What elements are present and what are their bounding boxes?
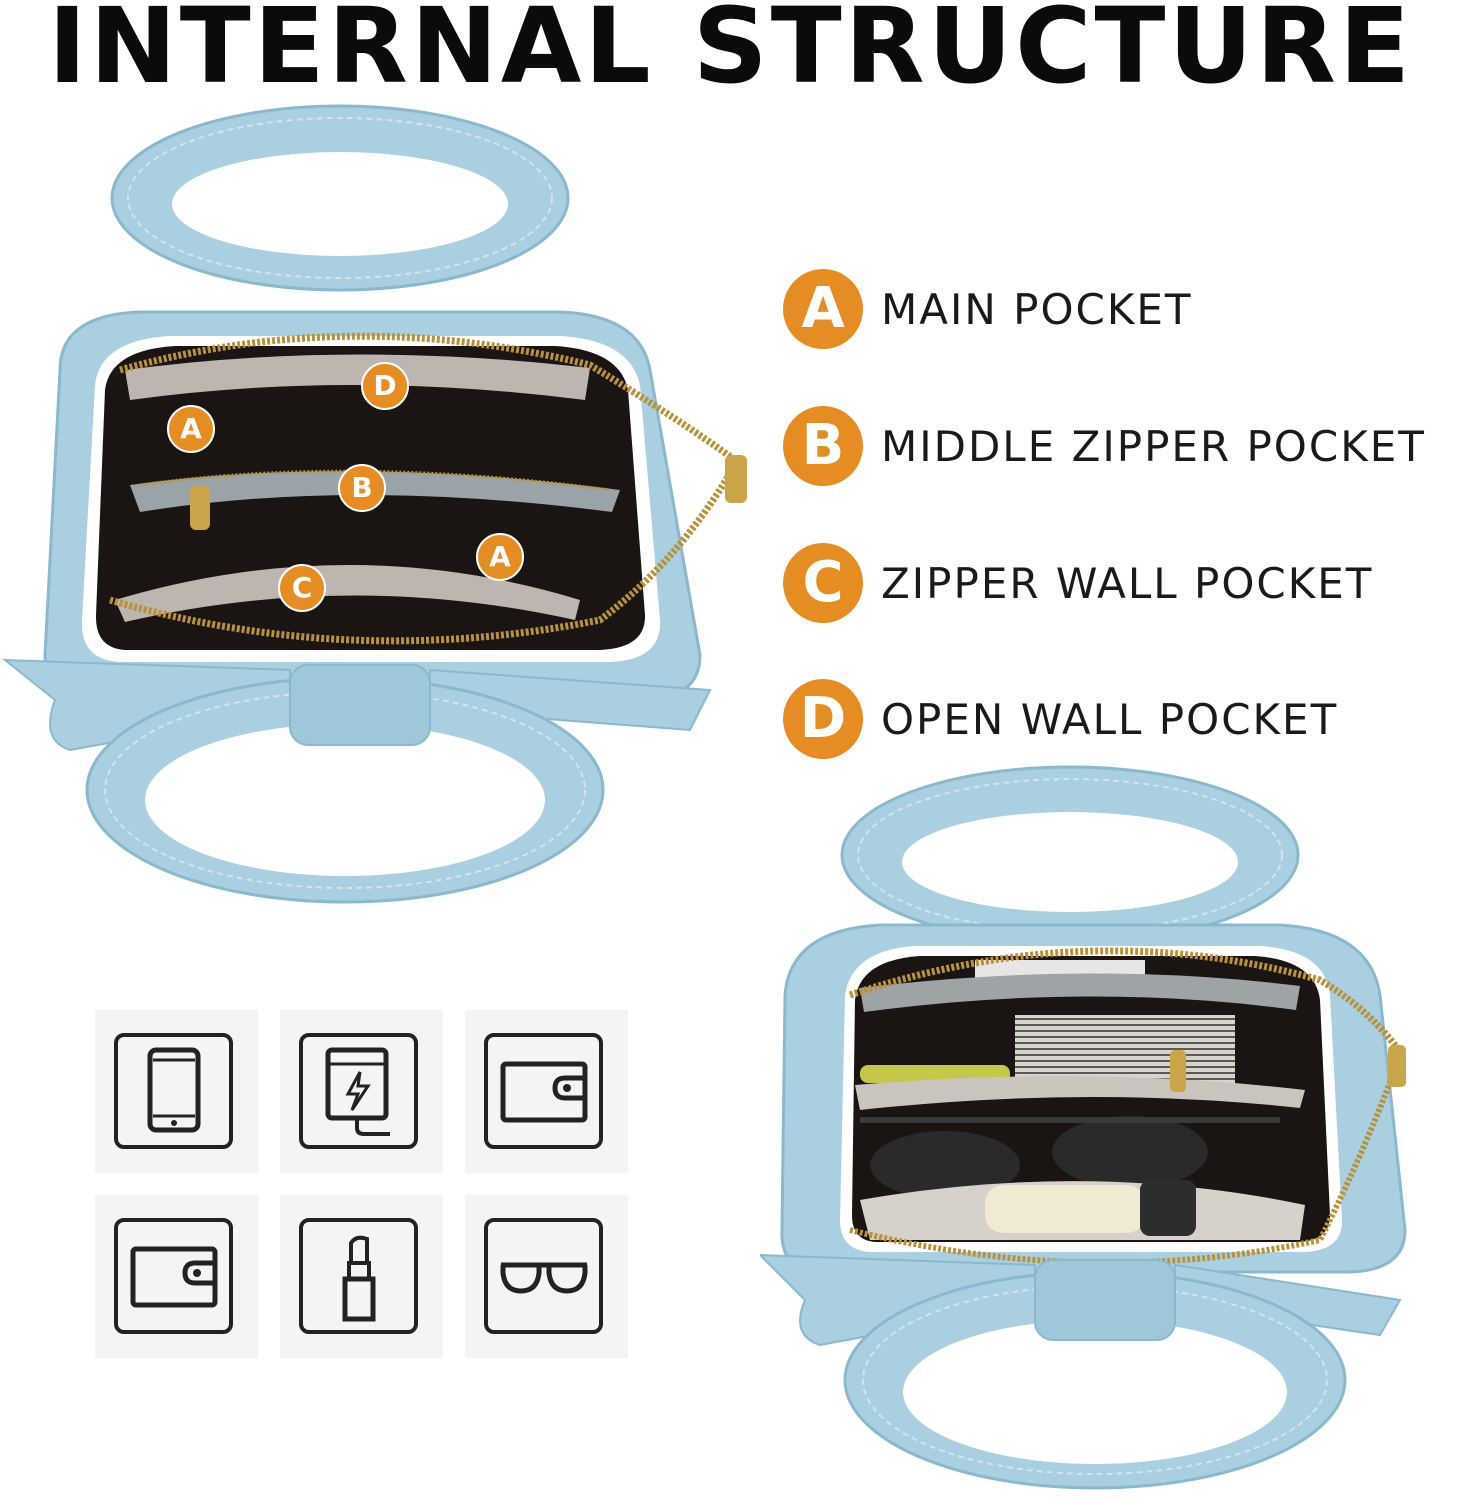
badge-b: B [783,406,863,486]
marker-d: D [361,362,409,410]
power-bank-icon-tile [280,1010,443,1173]
phone-icon [114,1033,233,1149]
sunglasses-icon-tile [465,1195,628,1358]
badge-a: A [783,269,863,349]
bag-interior-packed [760,760,1461,1500]
sunglasses-icon [484,1218,603,1334]
wallet-icon [484,1033,603,1149]
legend-label: OPEN WALL POCKET [881,694,1339,744]
marker-a-left: A [167,405,215,453]
wallet-icon-tile [465,1010,628,1173]
lipstick-icon-tile [280,1195,443,1358]
marker-b: B [338,464,386,512]
marker-c: C [278,564,326,612]
page-title: INTERNAL STRUCTURE [47,0,1414,107]
badge-c: C [783,543,863,623]
card-wallet-icon-tile [95,1195,258,1358]
legend-item-main-pocket: A MAIN POCKET [783,268,1193,350]
card-wallet-icon [114,1218,233,1334]
bag-interior-labeled: D A B A C [0,100,760,910]
legend-label: MIDDLE ZIPPER POCKET [881,421,1426,471]
legend-item-open-wall-pocket: D OPEN WALL POCKET [783,678,1338,760]
phone-icon-tile [95,1010,258,1173]
power-bank-icon [299,1033,418,1149]
marker-a-right: A [476,533,524,581]
legend-label: MAIN POCKET [881,284,1193,334]
lipstick-icon [299,1218,418,1334]
legend-label: ZIPPER WALL POCKET [881,558,1374,608]
legend-item-middle-zipper-pocket: B MIDDLE ZIPPER POCKET [783,405,1426,487]
legend-item-zipper-wall-pocket: C ZIPPER WALL POCKET [783,542,1373,624]
badge-d: D [783,679,863,759]
